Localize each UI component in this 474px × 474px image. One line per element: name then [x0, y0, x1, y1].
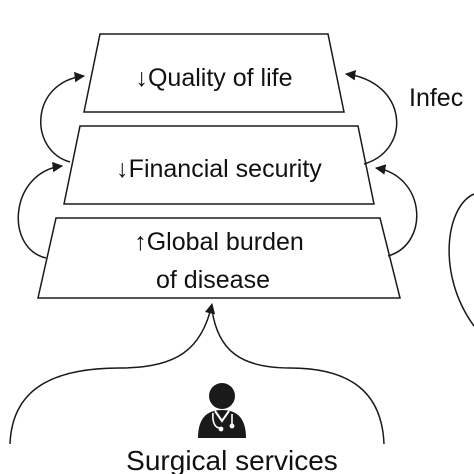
surgical-services-label: Surgical services: [126, 445, 338, 474]
brace-connector-left: [9, 302, 216, 445]
doctor-icon: [198, 383, 246, 438]
loop-arrow-right-lower: [374, 164, 418, 257]
tier-financial-security-label: ↓Financial security: [116, 155, 322, 183]
loop-arrow-left-lower: [17, 161, 64, 259]
tier-global-burden-label: ↑Global burden: [134, 228, 304, 256]
tier-quality-of-life-label: ↓Quality of life: [135, 64, 292, 92]
loop-arrow-left-upper: [40, 71, 86, 163]
tier-global-burden-box: [37, 217, 401, 299]
loop-arrow-right-upper: [344, 70, 398, 165]
tier-financial-security-box: [63, 125, 375, 205]
tier-quality-of-life-box: [83, 33, 345, 113]
tier-global-burden-label-line2: of disease: [156, 266, 270, 294]
right-ellipse-partial: [448, 193, 474, 327]
brace-connector-right: [211, 309, 385, 445]
side-label-partial: Infec: [409, 84, 463, 112]
